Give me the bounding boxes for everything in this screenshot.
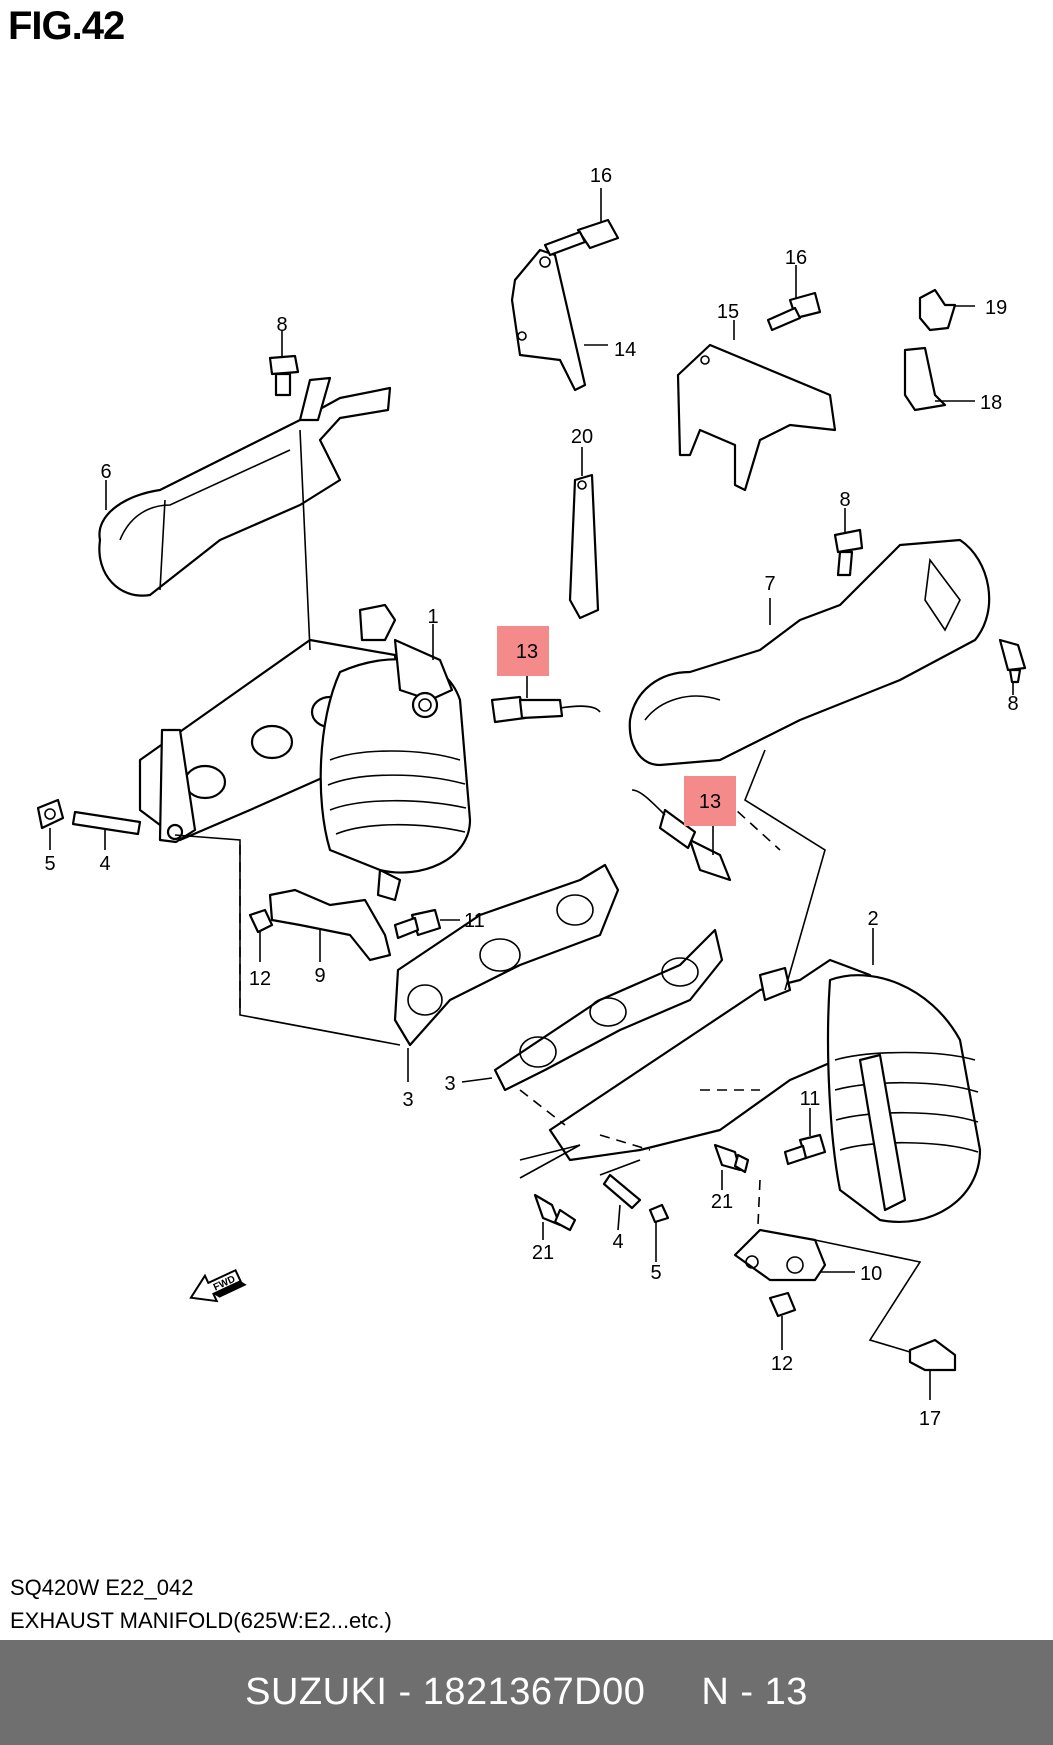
footer-ref: N - 13 xyxy=(701,1671,808,1713)
bracket-14[interactable] xyxy=(510,248,587,392)
nut-12-right[interactable] xyxy=(768,1291,797,1318)
callout-17: 17 xyxy=(919,1408,941,1430)
callout-3: 3 xyxy=(444,1073,455,1095)
callout-11: 11 xyxy=(464,910,485,932)
callout-10: 10 xyxy=(860,1263,882,1285)
nut-12-left[interactable] xyxy=(248,908,274,934)
callout-16: 16 xyxy=(785,247,807,269)
nut-5-lower[interactable] xyxy=(648,1203,670,1224)
bracket-15[interactable] xyxy=(676,343,837,492)
footer-part-number: SUZUKI - 1821367D00 xyxy=(245,1671,646,1713)
callout-8: 8 xyxy=(276,314,287,336)
callout-13-highlighted: 13 xyxy=(516,641,538,663)
gasket-right[interactable] xyxy=(493,928,724,1092)
callout-19: 19 xyxy=(985,297,1007,319)
nut-5-left[interactable] xyxy=(36,798,65,830)
bolt-16-upper[interactable] xyxy=(543,218,620,257)
bolt-21-right[interactable] xyxy=(713,1143,750,1174)
diagram-caption: EXHAUST MANIFOLD(625W:E2...etc.) xyxy=(10,1608,392,1633)
bolt-8-right-upper[interactable] xyxy=(833,528,864,577)
callout-15: 15 xyxy=(717,301,739,323)
stud-4-left[interactable] xyxy=(71,810,142,836)
footer-bar: SUZUKI - 1821367D00 N - 13 xyxy=(0,1640,1053,1745)
callout-8: 8 xyxy=(1007,693,1018,715)
heat-shield-upper-left[interactable] xyxy=(98,376,392,597)
callout-6: 6 xyxy=(100,461,111,483)
bolt-11-right[interactable] xyxy=(783,1133,827,1166)
bolt-21-lower[interactable] xyxy=(533,1193,577,1232)
fwd-arrow-icon: FWD xyxy=(189,1268,247,1303)
bolt-8-right-side[interactable] xyxy=(998,638,1027,684)
stay-20[interactable] xyxy=(568,473,600,620)
callout-11: 11 xyxy=(800,1088,821,1110)
callout-2: 2 xyxy=(867,908,878,930)
callout-20: 20 xyxy=(571,426,593,448)
callout-21: 21 xyxy=(711,1191,733,1213)
callout-4: 4 xyxy=(612,1231,623,1253)
callout-12: 12 xyxy=(771,1353,793,1375)
callout-7: 7 xyxy=(764,573,775,595)
callout-8: 8 xyxy=(839,489,850,511)
exhaust-manifold-left[interactable] xyxy=(138,603,472,902)
reference-lines xyxy=(174,429,922,1353)
bolt-16-right[interactable] xyxy=(766,291,822,332)
heat-shield-right[interactable] xyxy=(628,538,991,767)
exhaust-manifold-right[interactable] xyxy=(548,958,982,1223)
callout-9: 9 xyxy=(314,965,325,987)
stud-4-lower[interactable] xyxy=(602,1173,642,1210)
callout-21: 21 xyxy=(532,1242,554,1264)
figure-title: FIG.42 xyxy=(8,4,125,48)
callout-4: 4 xyxy=(99,853,110,875)
oxygen-sensor-left[interactable] xyxy=(490,695,601,724)
gasket-left[interactable] xyxy=(393,863,620,1047)
clip-19[interactable] xyxy=(918,288,957,332)
callout-16: 16 xyxy=(590,165,612,187)
highlight-box-13-right xyxy=(684,776,736,826)
callout-5: 5 xyxy=(44,853,55,875)
callout-13-highlighted: 13 xyxy=(699,791,721,813)
bolt-8-upper-left[interactable] xyxy=(268,354,300,397)
callout-18: 18 xyxy=(980,392,1002,414)
callout-1: 1 xyxy=(427,606,438,628)
callout-12: 12 xyxy=(249,968,271,990)
callout-3: 3 xyxy=(402,1089,413,1111)
diagram-reference-code: SQ420W E22_042 xyxy=(10,1575,194,1600)
clamp-17[interactable] xyxy=(908,1338,957,1372)
clip-18[interactable] xyxy=(903,346,947,412)
bolt-11-left[interactable] xyxy=(393,908,442,940)
highlight-box-13-left xyxy=(497,626,549,676)
bracket-9[interactable] xyxy=(268,888,392,962)
callout-5: 5 xyxy=(650,1262,661,1284)
exhaust-manifold-diagram: 16 14 16 15 19 18 20 8 6 1 13 13 8 7 8 5… xyxy=(36,165,1027,1430)
callout-14: 14 xyxy=(614,339,636,361)
bracket-10[interactable] xyxy=(733,1228,827,1282)
